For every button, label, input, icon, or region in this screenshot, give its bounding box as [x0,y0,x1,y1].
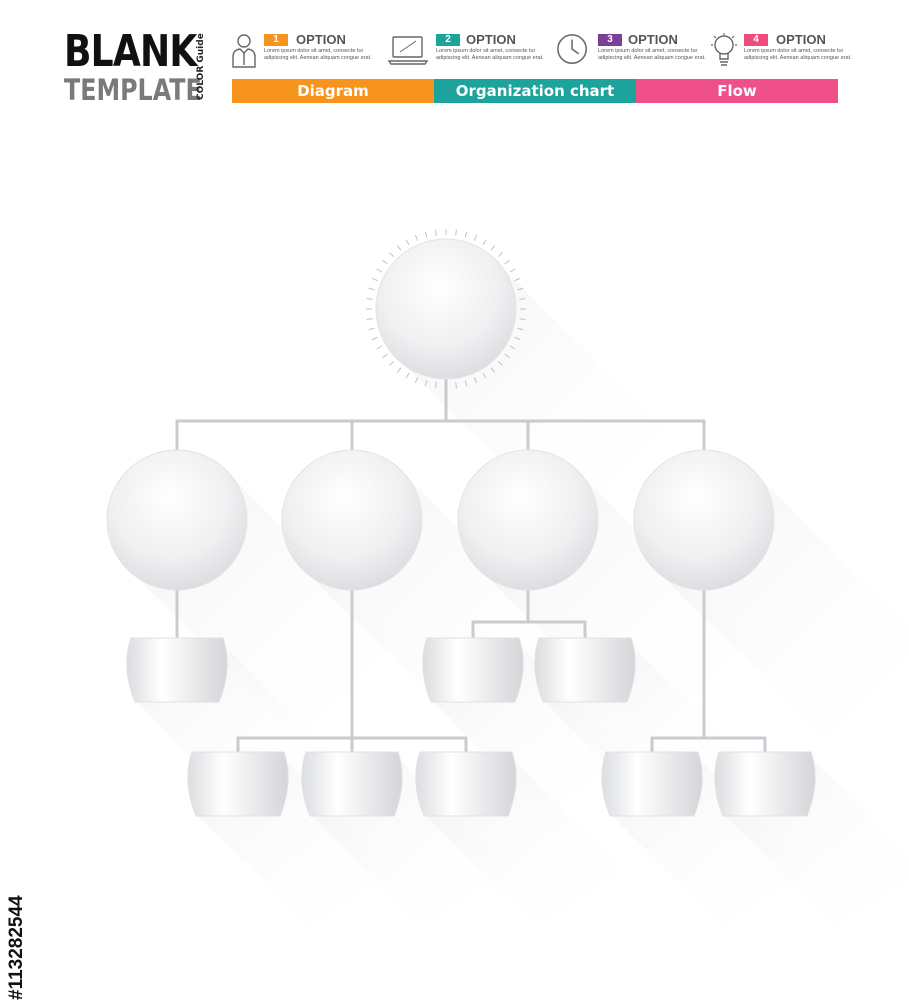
root-ray [366,318,373,320]
option-1-number: 1 [264,34,288,46]
root-ray [382,353,388,359]
root-ray [382,259,388,265]
person-icon [232,34,256,68]
root-ray [368,287,375,291]
root-ray [464,231,468,238]
color-bars: Diagram Organization chart Flow [232,79,838,103]
root-ray [517,287,524,291]
child-node-n4-1 [601,751,703,817]
bar-flow: Flow [636,79,838,103]
child-node-n3-1 [422,637,524,703]
clock-icon [557,34,587,64]
child-node-n2-2 [301,751,403,817]
root-ray [371,336,378,341]
option-3-number: 3 [598,34,622,46]
node-shadows [128,260,909,926]
root-ray [490,245,496,251]
bar-diagram: Diagram [232,79,434,103]
root-ray [497,360,503,366]
root-ray [376,345,383,350]
root-ray [504,259,510,265]
root-ray [482,372,487,379]
root-ray [376,268,383,273]
root-ray [396,245,402,251]
level1-node-3 [457,449,599,591]
brand-title: BLANK [64,26,197,77]
root-ray [473,234,478,241]
laptop-icon [388,36,428,65]
child-node-n4-2 [714,751,816,817]
level1-node-4 [633,449,775,591]
bar-organization-chart: Organization chart [434,79,636,103]
option-4-title: OPTION [776,32,826,47]
root-ray [509,268,516,273]
option-3-title: OPTION [628,32,678,47]
root-ray [519,298,526,300]
root-ray [405,372,410,379]
root-ray [514,277,521,282]
child-node-n3-2 [534,637,636,703]
root-ray [414,377,419,384]
option-1-text: Lorem ipsum dolor sit amet, consecte tur… [264,48,372,61]
root-ray [504,353,510,359]
root-ray [424,231,428,238]
root-ray [414,234,419,241]
option-1: 1 OPTION Lorem ipsum dolor sit amet, con… [230,32,380,72]
option-3-text: Lorem ipsum dolor sit amet, consecte tur… [598,48,706,61]
brand-subtitle: TEMPLATE [64,73,202,107]
root-ray [424,380,428,387]
brand: BLANK TEMPLATE [64,26,232,107]
root-ray [482,239,487,246]
option-3: 3 OPTION Lorem ipsum dolor sit amet, con… [556,32,706,72]
root-ray [497,252,503,258]
option-1-title: OPTION [296,32,346,47]
root-ray [389,360,395,366]
root-ray [464,380,468,387]
option-2-title: OPTION [466,32,516,47]
root-ray [389,252,395,258]
root-ray [514,336,521,341]
root-ray [405,239,410,246]
option-2-number: 2 [436,34,460,46]
option-4-text: Lorem ipsum dolor sit amet, consecte tur… [744,48,852,61]
root-ray [519,318,526,320]
option-2: 2 OPTION Lorem ipsum dolor sit amet, con… [388,32,544,72]
root-ray [366,298,373,300]
root-ray [509,345,516,350]
level1-node-2 [281,449,423,591]
option-4-number: 4 [744,34,768,46]
stock-id: #113282544 [6,895,27,1000]
root-ray [455,382,457,389]
nodes [106,238,816,817]
root-rays [366,229,526,389]
root-ray [371,277,378,282]
root-ray [490,367,496,373]
root-node [375,238,517,380]
root-ray [435,229,437,236]
root-ray [473,377,478,384]
lightbulb-icon [711,33,737,66]
child-node-n2-3 [415,751,517,817]
root-ray [455,229,457,236]
child-node-a [126,637,228,703]
option-4: 4 OPTION Lorem ipsum dolor sit amet, con… [710,32,860,72]
child-node-n2-1 [187,751,289,817]
root-ray [396,367,402,373]
level1-node-1 [106,449,248,591]
root-ray [368,327,375,331]
option-2-text: Lorem ipsum dolor sit amet, consecte tur… [436,48,544,61]
connector-lines [175,377,767,754]
root-ray [517,327,524,331]
root-ray [435,382,437,389]
